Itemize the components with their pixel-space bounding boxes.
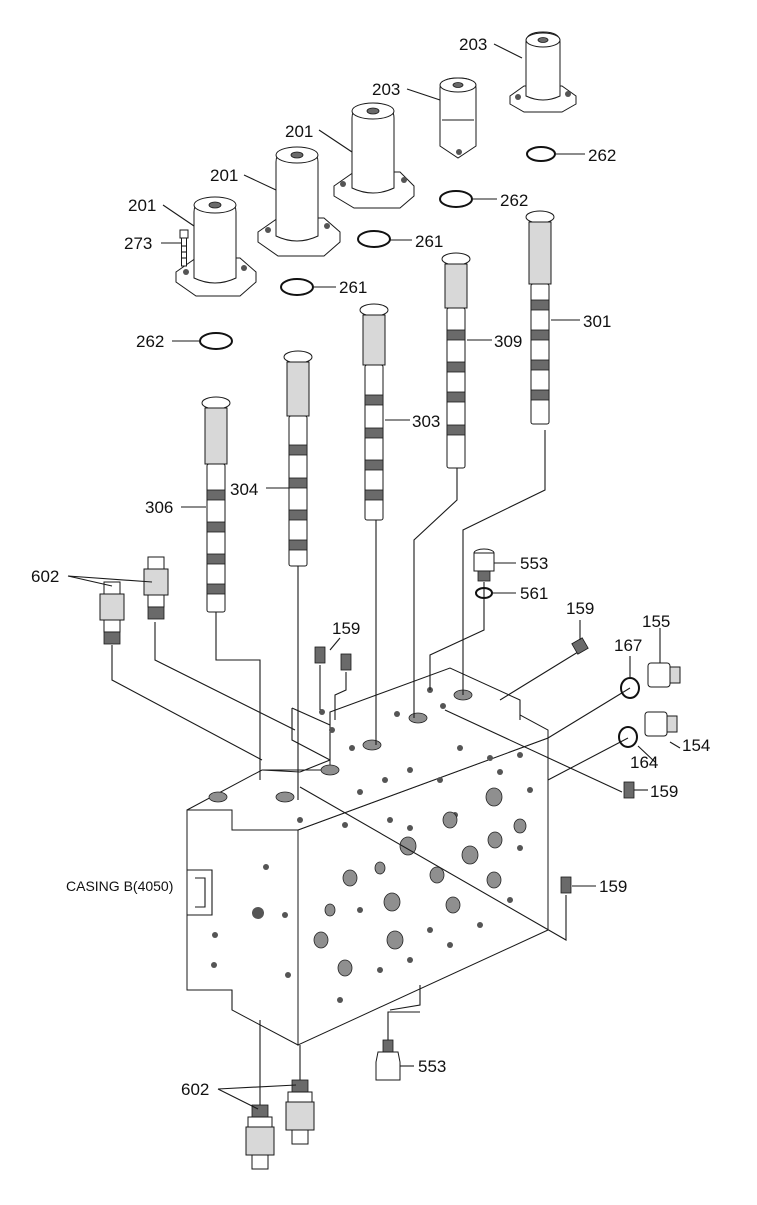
callout-203-short: 203 — [372, 80, 400, 99]
callout-602-left: 602 — [31, 567, 59, 586]
solenoid-201-middle — [257, 146, 341, 257]
solenoid-201-front — [175, 196, 257, 297]
spool-306 — [201, 396, 231, 613]
callout-261-lower: 261 — [339, 278, 367, 297]
relief-valve-602-bottom-a — [245, 1104, 275, 1170]
callout-561: 561 — [520, 584, 548, 603]
callout-leaders — [67, 43, 681, 1110]
callout-201-middle: 201 — [210, 166, 238, 185]
relief-valve-602-bottom-b — [285, 1079, 315, 1145]
callout-301: 301 — [583, 312, 611, 331]
callout-201-rear: 201 — [285, 122, 313, 141]
callout-201-front: 201 — [128, 196, 156, 215]
solenoid-203-short — [439, 77, 477, 159]
callout-261-upper: 261 — [415, 232, 443, 251]
o-ring-262-mid — [439, 190, 473, 208]
callout-262-mid: 262 — [500, 191, 528, 210]
callout-159-left: 159 — [332, 619, 360, 638]
solenoid-201-rear — [333, 102, 415, 209]
o-ring-261-upper — [357, 230, 391, 248]
spool-301 — [525, 210, 555, 425]
callout-553-bottom: 553 — [418, 1057, 446, 1076]
callout-303: 303 — [412, 412, 440, 431]
callout-labels: 203 203 201 201 201 273 262 262 262 261 … — [31, 35, 710, 1099]
relief-valve-602-left-a — [99, 581, 125, 645]
set-screws-159 — [314, 637, 635, 894]
spool-303 — [359, 303, 389, 521]
callout-304: 304 — [230, 480, 258, 499]
plug-553-bottom — [375, 1039, 401, 1081]
callout-309: 309 — [494, 332, 522, 351]
callout-306: 306 — [145, 498, 173, 517]
callout-159-mid-right: 159 — [650, 782, 678, 801]
screw-273 — [179, 229, 189, 267]
o-ring-262-left — [199, 332, 233, 350]
callout-159-low-right: 159 — [599, 877, 627, 896]
solenoid-203-flanged — [509, 31, 577, 113]
callout-164: 164 — [630, 753, 658, 772]
casing-label: CASING B(4050) — [66, 878, 173, 894]
callout-262-left: 262 — [136, 332, 164, 351]
relief-valve-602-left-b — [143, 556, 169, 620]
plug-553-top — [473, 548, 495, 582]
o-ring-261-lower — [280, 278, 314, 296]
callout-155: 155 — [642, 612, 670, 631]
o-ring-262-top — [526, 146, 556, 162]
plug-155 — [647, 662, 681, 688]
spool-304 — [283, 350, 313, 567]
casing-block — [186, 667, 549, 1046]
callout-553-top: 553 — [520, 554, 548, 573]
side-face-ports — [313, 745, 533, 1003]
callout-273: 273 — [124, 234, 152, 253]
callout-159-top-right: 159 — [566, 599, 594, 618]
assembly-lines — [111, 430, 631, 1105]
callout-262-top: 262 — [588, 146, 616, 165]
plug-154 — [644, 711, 678, 737]
callout-154: 154 — [682, 736, 710, 755]
callout-602-bottom: 602 — [181, 1080, 209, 1099]
spool-309 — [441, 252, 471, 469]
callout-203-flanged: 203 — [459, 35, 487, 54]
callout-167: 167 — [614, 636, 642, 655]
casing-front-face — [186, 809, 299, 1046]
o-ring-164 — [618, 726, 638, 748]
